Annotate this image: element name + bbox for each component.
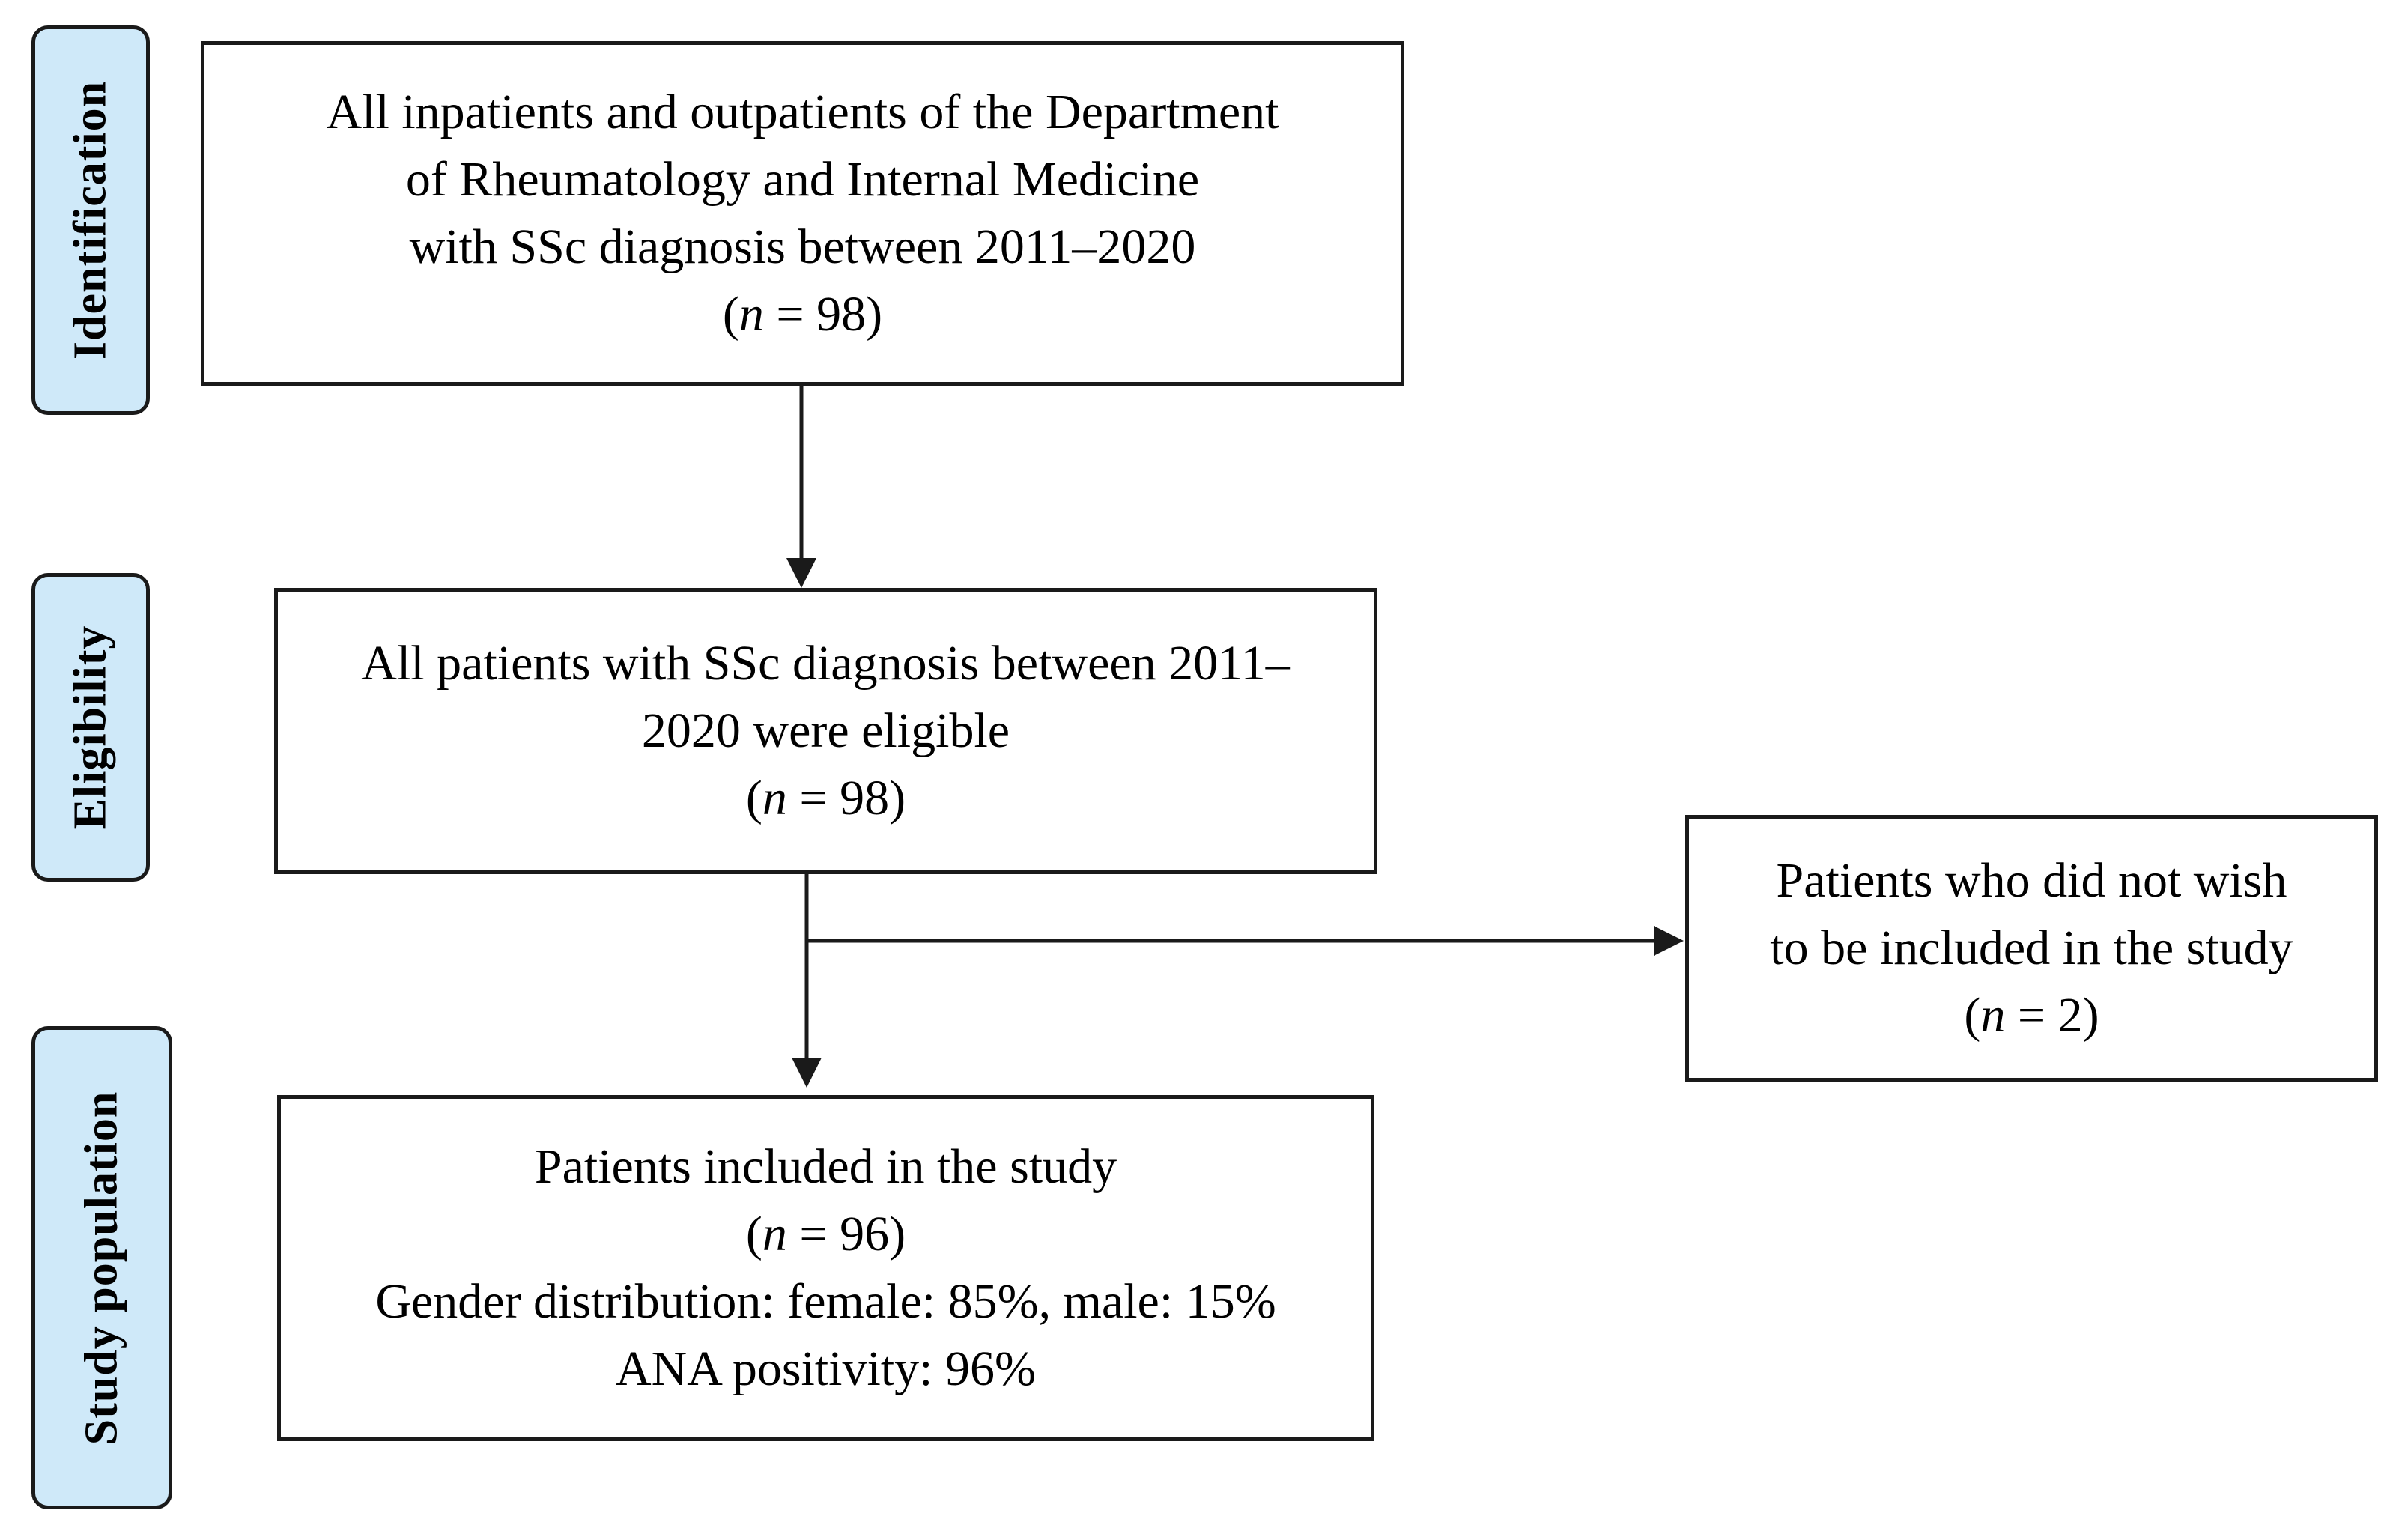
excluded-box: Patients who did not wish to be included… [1685,815,2378,1082]
identification-count: (n = 98) [722,287,883,342]
identification-box: All inpatients and outpatients of the De… [201,41,1404,386]
included-line-1: Patients included in the study [534,1139,1117,1194]
arrowhead-eligibility-to-included [792,1058,822,1088]
stage-label-study-population: Study population [31,1026,172,1509]
stage-label-identification: Identification [31,25,150,415]
eligibility-box: All patients with SSc diagnosis between … [274,588,1377,874]
identification-line-2: of Rheumatology and Internal Medicine [405,152,1200,207]
identification-line-1: All inpatients and outpatients of the De… [326,85,1279,139]
included-count: (n = 96) [745,1207,906,1261]
included-gender-distribution: Gender distribution: female: 85%, male: … [375,1274,1276,1329]
identification-line-3: with SSc diagnosis between 2011–2020 [409,219,1196,274]
arrowhead-identification-to-eligibility [786,558,816,588]
excluded-count: (n = 2) [1964,988,2099,1043]
stage-label-eligibility: Eligibility [31,573,150,882]
excluded-line-2: to be included in the study [1770,921,2293,975]
included-box: Patients included in the study (n = 96) … [277,1095,1374,1441]
excluded-line-1: Patients who did not wish [1776,853,2287,908]
included-ana-positivity: ANA positivity: 96% [615,1342,1037,1396]
eligibility-count: (n = 98) [745,771,906,825]
eligibility-line-2: 2020 were eligible [641,703,1010,758]
arrowhead-branch-to-excluded [1654,926,1684,956]
eligibility-line-1: All patients with SSc diagnosis between … [361,636,1290,691]
